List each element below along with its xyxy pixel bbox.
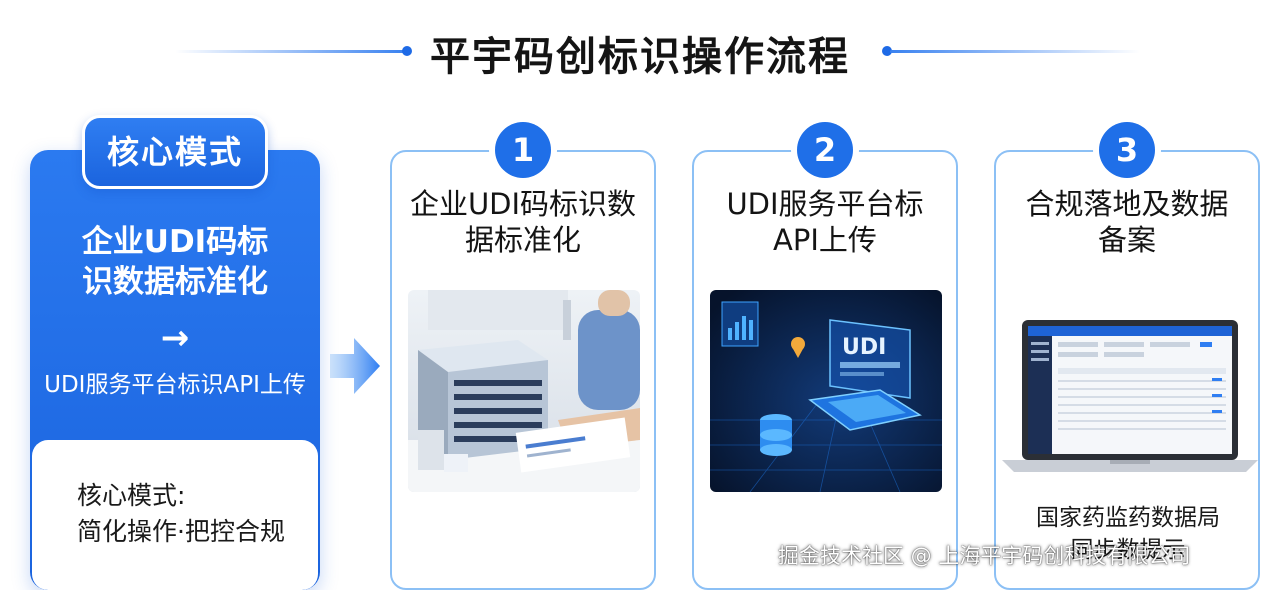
step-number-3: 3 <box>1099 122 1155 178</box>
step-title-2: UDI服务平台标 API上传 <box>690 186 960 258</box>
page-title: 平宇码创标识操作流程 <box>430 34 850 80</box>
step-number-1: 1 <box>495 122 551 178</box>
core-bottom-panel: 核心模式: 简化操作·把控合规 <box>32 440 318 590</box>
title-line-right <box>890 50 1140 53</box>
step-image-1 <box>408 290 640 492</box>
laptop-image <box>1002 320 1258 472</box>
step-title-1-line2: 据标准化 <box>464 223 581 257</box>
core-badge: 核心模式 <box>82 115 268 189</box>
core-main-line1: 企业UDI码标 <box>81 224 269 260</box>
step-title-2-line2: API上传 <box>773 223 877 257</box>
title-line-left <box>175 50 405 53</box>
step-3-footer: 国家药监药数据局 同步数提示 <box>1000 502 1256 566</box>
watermark: 掘金技术社区 @ 上海平宇码创科技有限公司 <box>778 544 1191 568</box>
step-title-1-line1: 企业UDI码标识数 <box>409 187 637 221</box>
udi-panel-label: UDI <box>842 335 886 360</box>
title-dot-left <box>402 46 412 56</box>
core-main-text: 企业UDI码标 识数据标准化 <box>30 222 320 302</box>
title-dot-right <box>882 46 892 56</box>
core-bottom-line1: 核心模式: <box>77 481 186 510</box>
step-title-3-line2: 备案 <box>1097 223 1156 257</box>
step-title-2-line1: UDI服务平台标 <box>726 187 924 221</box>
core-bottom-text: 核心模式: 简化操作·把控合规 <box>77 478 285 550</box>
step-image-2: UDI <box>710 290 942 492</box>
flow-arrow-icon <box>330 338 380 394</box>
core-sub-text: UDI服务平台标识API上传 <box>44 372 306 398</box>
step-3-footer-line2: 同步数提示 <box>1070 537 1186 563</box>
core-main-line2: 识数据标准化 <box>82 264 268 300</box>
core-bottom-line2: 简化操作·把控合规 <box>77 517 285 546</box>
step-title-3: 合规落地及数据 备案 <box>992 186 1262 258</box>
step-title-3-line1: 合规落地及数据 <box>1025 187 1229 221</box>
step-3-footer-line1: 国家药监药数据局 <box>1036 505 1220 531</box>
core-card: 企业UDI码标 识数据标准化 → UDI服务平台标识API上传 核心模式: 简化… <box>30 150 320 590</box>
step-number-2: 2 <box>797 122 853 178</box>
step-title-1: 企业UDI码标识数 据标准化 <box>388 186 658 258</box>
core-arrow: → <box>160 318 190 358</box>
